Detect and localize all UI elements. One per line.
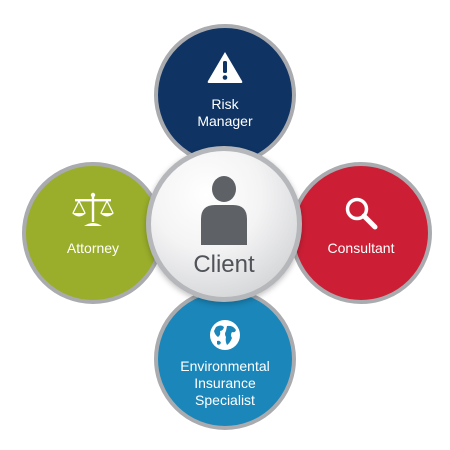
globe-icon [158,318,292,352]
scales-icon [26,192,160,228]
environmental-insurance-specialist-label: Environmental Insurance Specialist [180,358,270,408]
client-circle: Client [146,146,302,302]
attorney-circle: Attorney [22,162,164,304]
risk-manager-label: Risk Manager [197,96,253,129]
consultant-circle: Consultant [290,162,432,304]
environmental-insurance-specialist-circle: Environmental Insurance Specialist [154,288,296,430]
attorney-label: Attorney [66,240,120,256]
warning-icon [158,50,292,84]
consultant-label: Consultant [327,240,395,256]
risk-manager-circle: Risk Manager [154,24,296,166]
person-icon [151,175,297,247]
client-label: Client [193,251,255,278]
magnifier-icon [294,196,428,230]
